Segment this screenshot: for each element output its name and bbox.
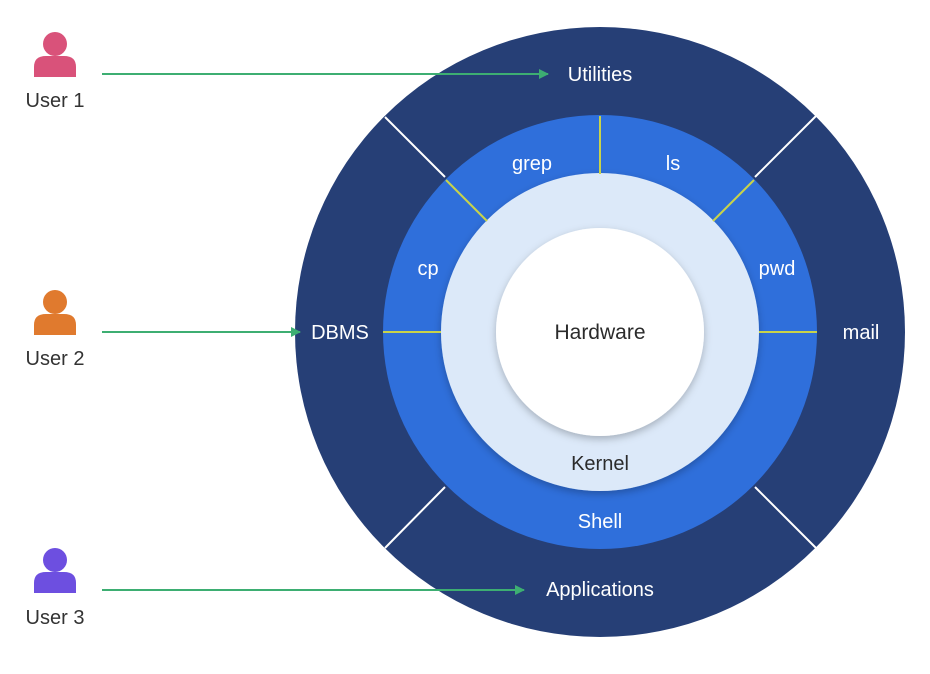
outer-ring-dividers xyxy=(384,114,819,551)
user-1-label: User 1 xyxy=(26,90,85,112)
shell-label: Shell xyxy=(578,511,622,533)
label-mail: mail xyxy=(843,322,880,344)
person-icon xyxy=(34,32,76,77)
divider-ls-pwd xyxy=(712,179,755,222)
label-dbms: DBMS xyxy=(311,322,369,344)
label-utilities: Utilities xyxy=(568,64,632,86)
label-applications: Applications xyxy=(546,579,654,601)
user-3-label: User 3 xyxy=(26,607,85,629)
command-ls: ls xyxy=(666,153,680,175)
user-2: User 2 xyxy=(26,290,85,370)
command-cp: cp xyxy=(417,258,438,280)
command-pwd: pwd xyxy=(759,258,796,280)
divider-cp-grep xyxy=(445,179,488,222)
user-3: User 3 xyxy=(26,548,85,629)
hardware-label: Hardware xyxy=(554,321,645,344)
divider-utilities-mail xyxy=(754,114,818,178)
person-icon xyxy=(34,290,76,335)
command-grep: grep xyxy=(512,153,552,175)
divider-dbms-applications xyxy=(384,486,446,549)
person-icon xyxy=(34,548,76,593)
user-arrows xyxy=(102,69,549,595)
shell-ring-dividers xyxy=(383,116,817,333)
kernel-label: Kernel xyxy=(571,453,629,475)
divider-mail-applications xyxy=(754,486,819,551)
user-2-label: User 2 xyxy=(26,348,85,370)
divider-utilities-dbms xyxy=(384,116,446,178)
hardware-core xyxy=(496,228,704,436)
user-1: User 1 xyxy=(26,32,85,112)
